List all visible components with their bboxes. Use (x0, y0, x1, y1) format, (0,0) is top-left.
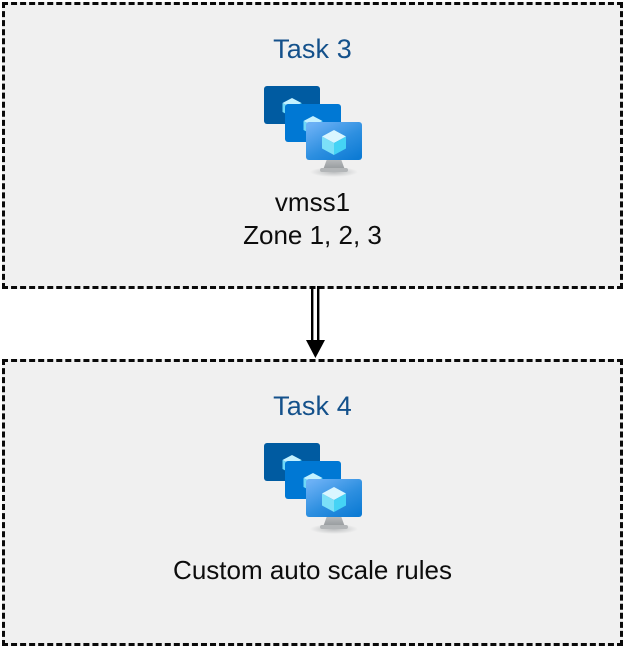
task-3-caption: vmss1 Zone 1, 2, 3 (243, 186, 382, 252)
task-box-task-4: Task 4 (2, 359, 623, 646)
task-box-task-3: Task 3 (2, 2, 623, 289)
virtual-machine-scale-set-icon (263, 443, 362, 534)
task-4-heading: Task 4 (273, 391, 352, 421)
task-3-icon-wrap (258, 77, 368, 177)
task-3-heading: Task 3 (273, 34, 352, 64)
task-3-caption-line-2: Zone 1, 2, 3 (243, 220, 382, 250)
task-4-caption: Custom auto scale rules (173, 554, 452, 587)
task-3-content: Task 3 (5, 5, 620, 286)
double-line-arrow-icon (306, 286, 325, 358)
task-4-icon-wrap (258, 434, 368, 534)
task-4-caption-line-1: Custom auto scale rules (173, 555, 452, 585)
task-3-caption-line-1: vmss1 (274, 187, 351, 217)
task-4-content: Task 4 (5, 362, 620, 643)
virtual-machine-scale-set-icon (263, 86, 362, 177)
connector-arrow-task3-to-task4 (296, 286, 332, 362)
